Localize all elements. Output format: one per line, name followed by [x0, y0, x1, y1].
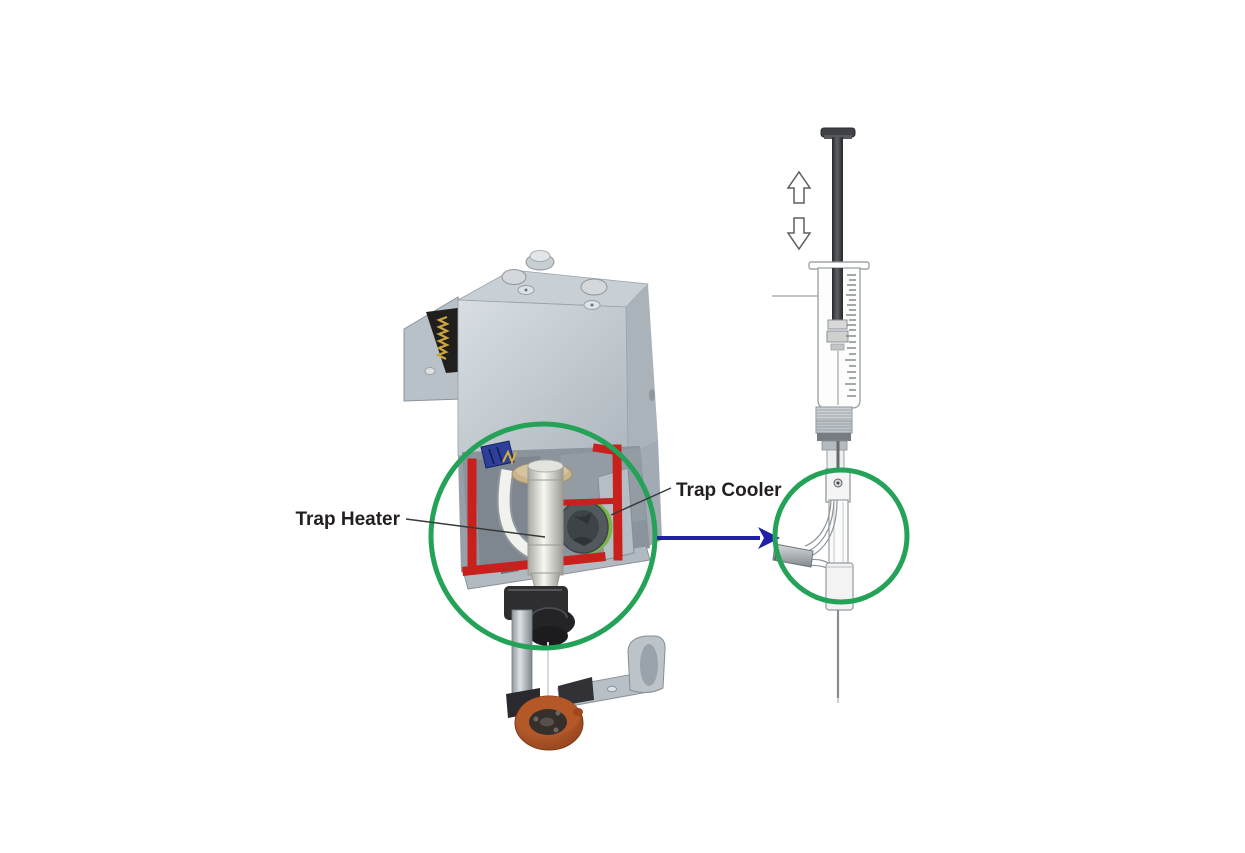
- housing-body: [456, 250, 662, 576]
- trap-cooler-label: Trap Cooler: [676, 480, 782, 501]
- up-arrow-icon: [786, 170, 812, 204]
- blue-arrow-head: [758, 527, 780, 549]
- luer-fitting: [815, 406, 853, 472]
- trap-module-assembly: [403, 250, 666, 751]
- dome-screw-right: [580, 278, 608, 296]
- dome-screw-left: [501, 269, 527, 285]
- plunger-seal: [827, 319, 848, 330]
- junction-sleeve: [825, 562, 854, 611]
- barrel: [808, 261, 870, 409]
- graduations: [845, 274, 856, 397]
- syringe-assembly: [772, 127, 910, 703]
- leader-line-cooler: [610, 487, 672, 516]
- trap-heater-callout: Trap Heater: [295, 509, 546, 538]
- plunger: [820, 127, 856, 266]
- orange-knob: [506, 677, 594, 751]
- blue-connector: [480, 440, 517, 469]
- junction-annotation-circle: [772, 467, 910, 605]
- blue-arrow: [657, 527, 780, 549]
- down-arrow-icon: [786, 217, 812, 251]
- side-arm: [772, 543, 814, 568]
- wires: [502, 449, 517, 465]
- leader-line-heater: [405, 518, 546, 538]
- gold-pins: [435, 315, 450, 360]
- trap-heater-label: Trap Heater: [295, 509, 400, 530]
- trap-cooler-callout: Trap Cooler: [610, 480, 782, 516]
- trap-annotation-circle: [428, 421, 658, 651]
- side-rivet: [649, 389, 655, 401]
- plunger-rod: [832, 137, 843, 266]
- needle-junction: [772, 468, 854, 611]
